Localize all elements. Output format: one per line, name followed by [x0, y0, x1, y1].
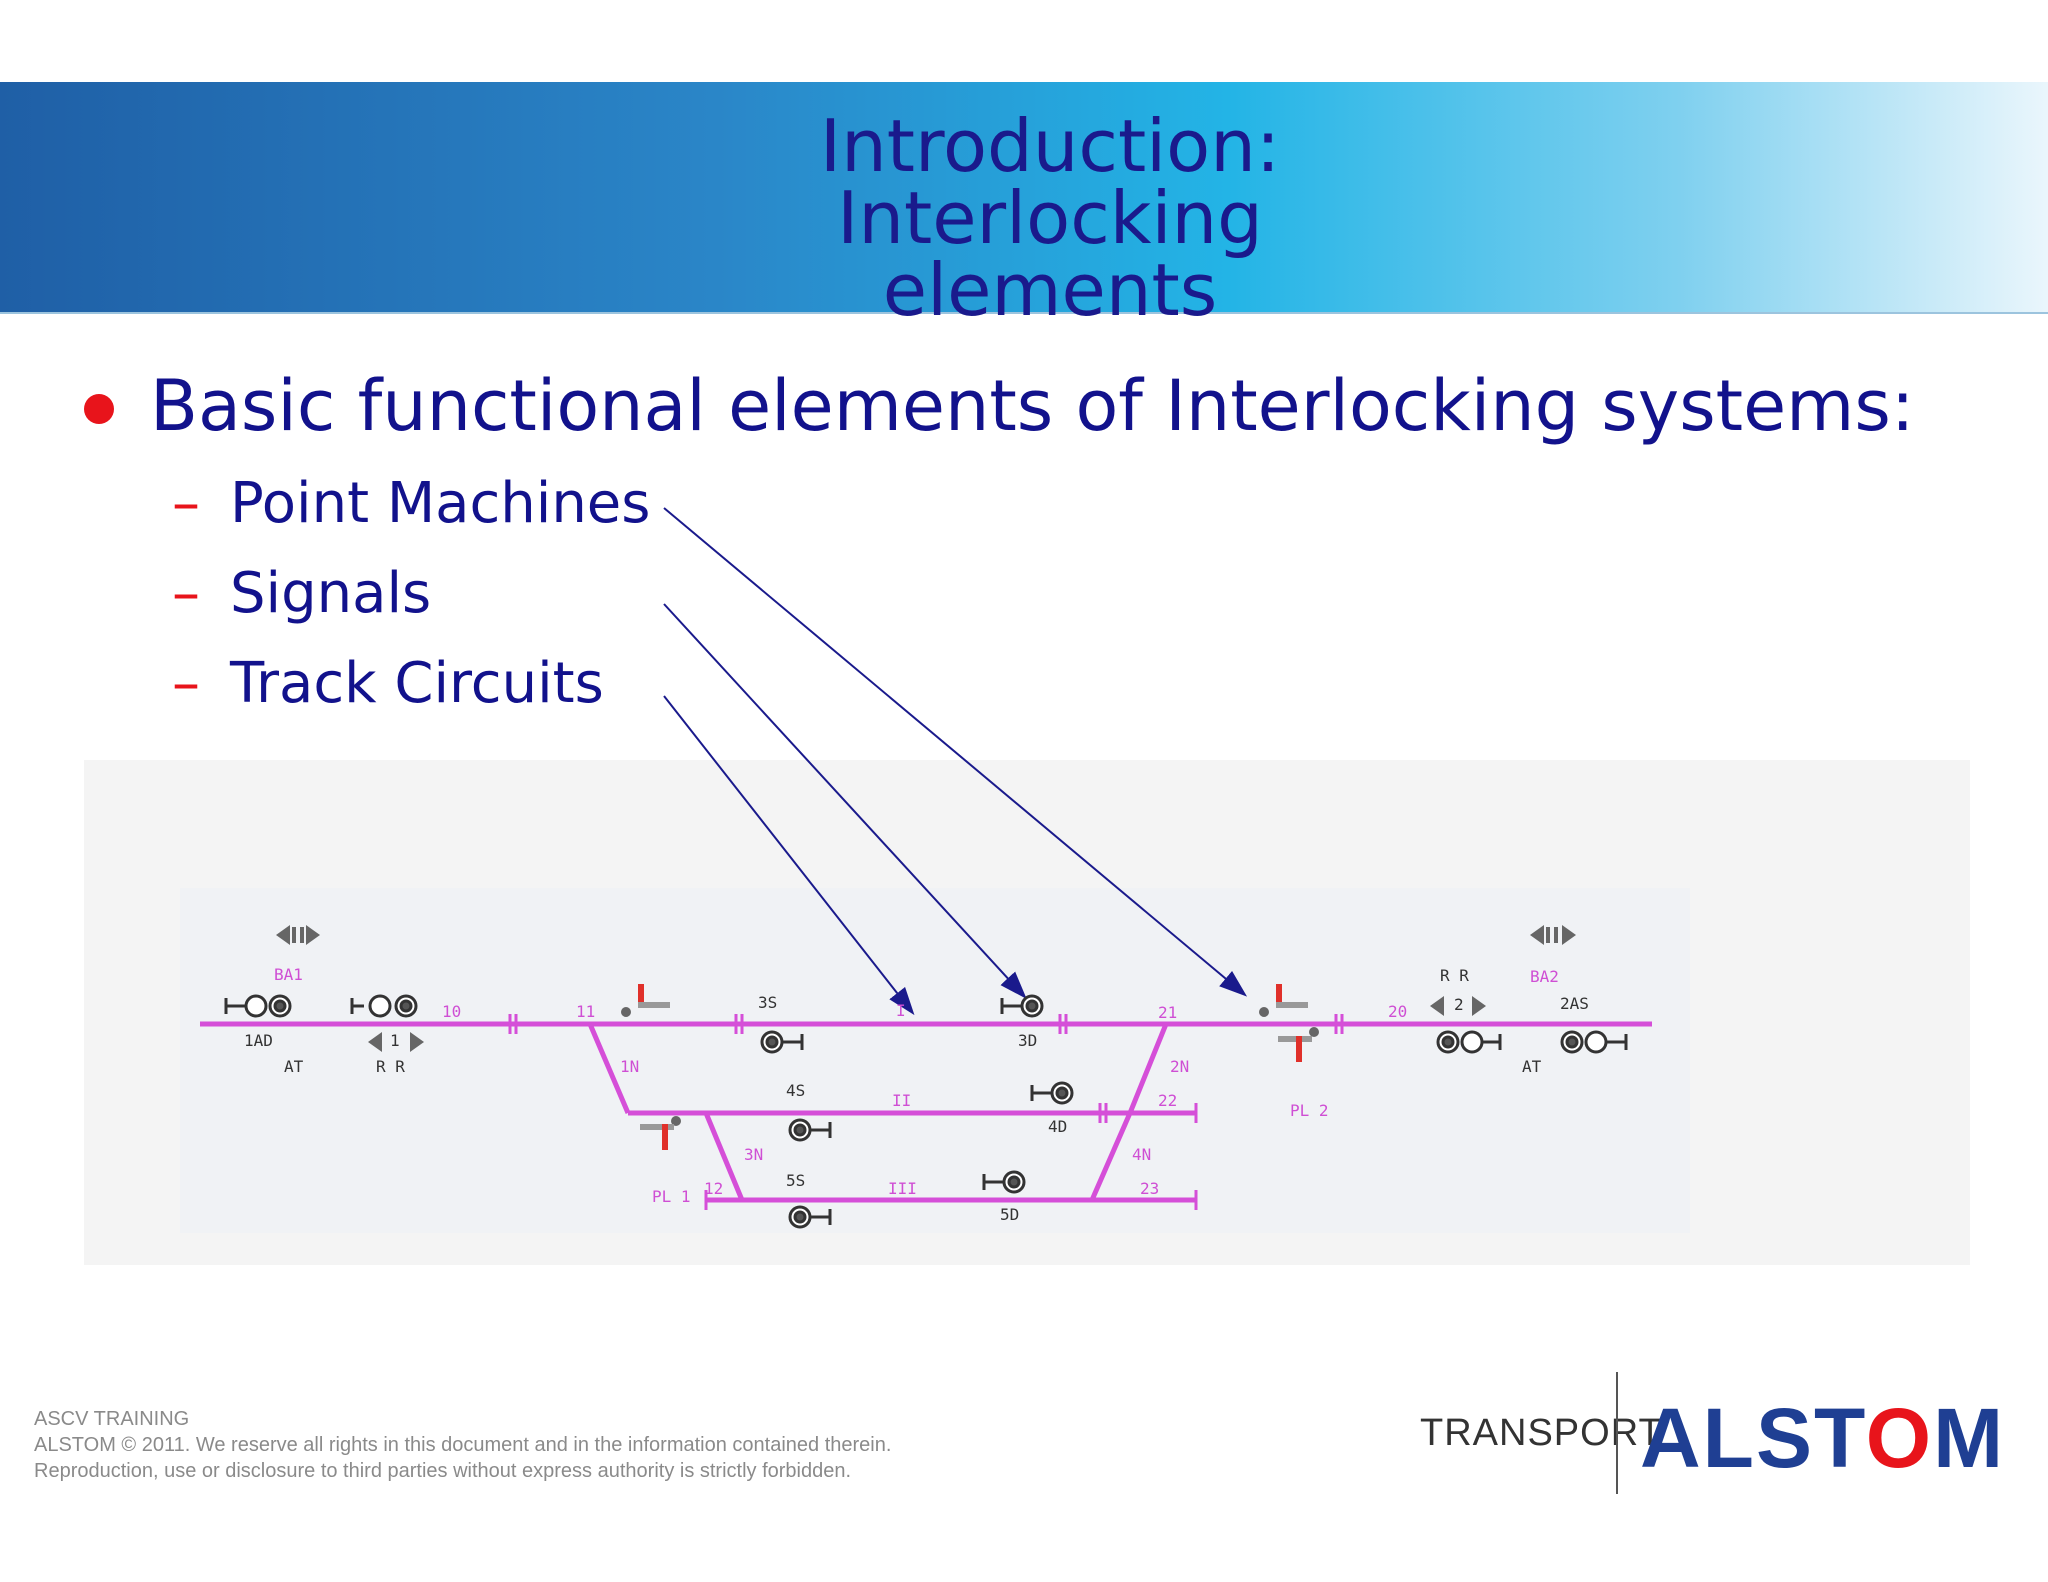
dash-track-circuits: –	[172, 651, 200, 716]
track-layout-panel	[84, 760, 1970, 1265]
alstom-logo: ALSTOM	[1640, 1390, 2005, 1487]
logo-separator	[1616, 1372, 1618, 1494]
header-banner	[0, 82, 2048, 314]
footer-disclaimer: Reproduction, use or disclosure to third…	[34, 1460, 852, 1482]
dash-point-machines: –	[172, 471, 200, 536]
logo-brand-start: ALST	[1640, 1391, 1866, 1485]
dash-signals: –	[172, 561, 200, 626]
main-bullet: Basic functional elements of Interlockin…	[150, 365, 1915, 447]
footer-training: ASCV TRAINING	[34, 1408, 190, 1430]
logo-brand-o: O	[1865, 1391, 1934, 1485]
slide-title: Introduction: Interlocking elements	[819, 104, 1281, 332]
subitem-signals: Signals	[230, 561, 432, 626]
logo-brand-end: M	[1933, 1391, 2006, 1485]
bullet-dot	[84, 394, 114, 424]
subitem-track-circuits: Track Circuits	[230, 651, 604, 716]
subitem-point-machines: Point Machines	[230, 471, 651, 536]
footer-copyright: ALSTOM © 2011. We reserve all rights in …	[34, 1434, 892, 1456]
logo-transport: TRANSPORT	[1420, 1412, 1663, 1454]
